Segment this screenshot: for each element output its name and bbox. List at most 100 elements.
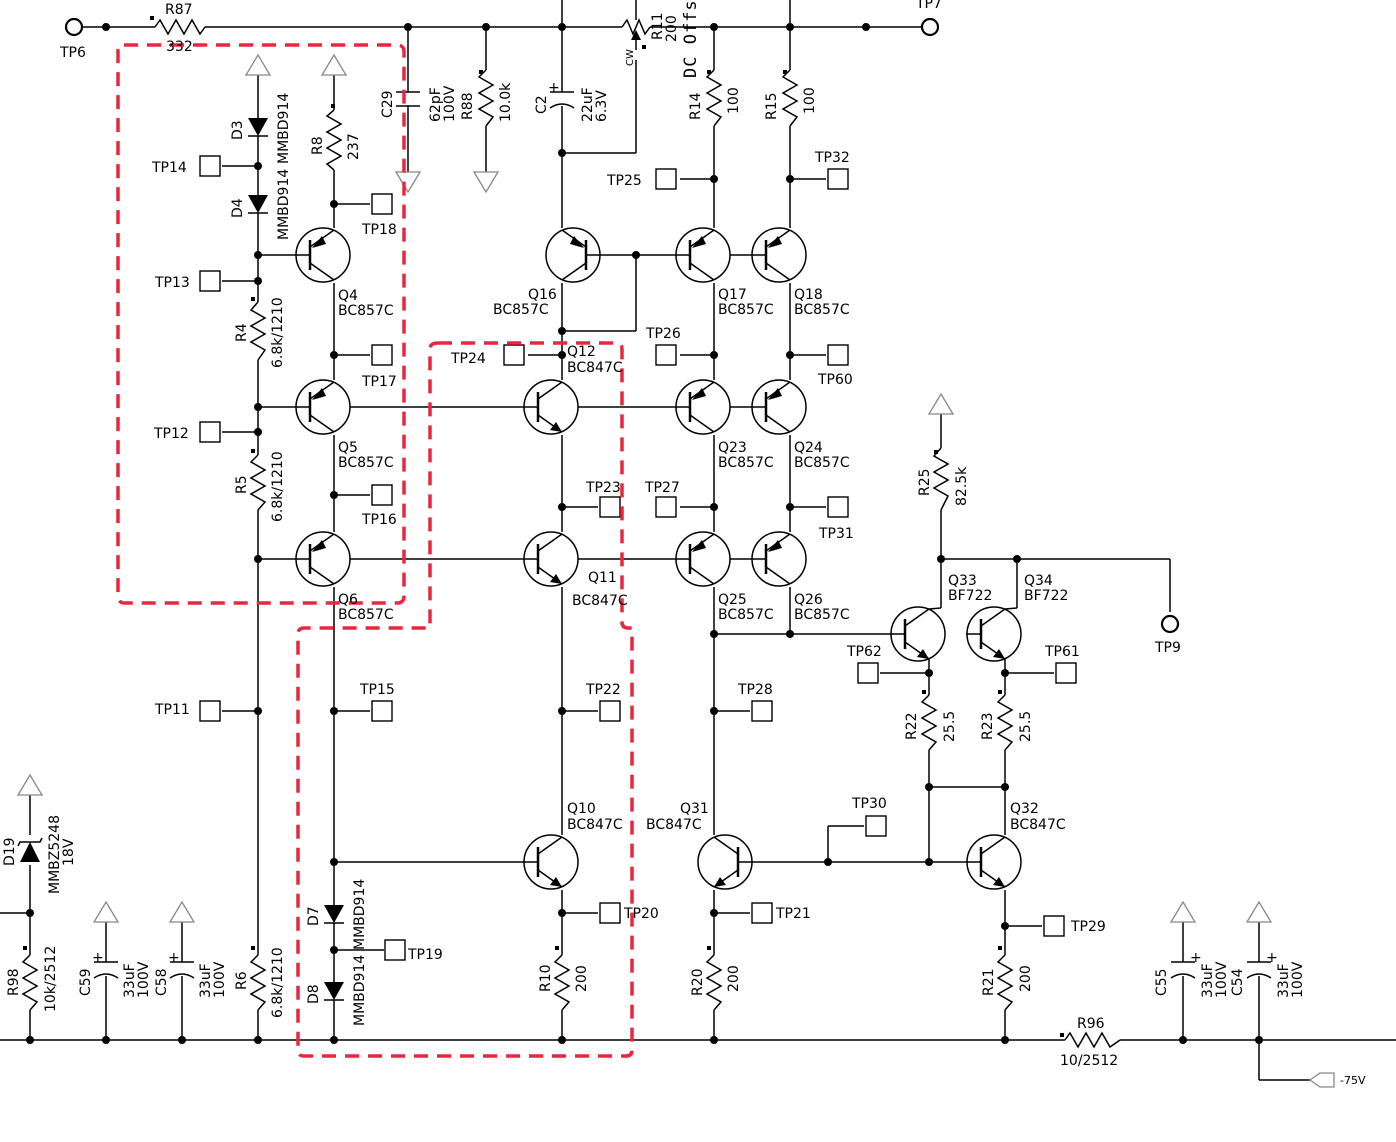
tp15-label: TP15 (359, 682, 395, 698)
c59-voltage: 100V (136, 961, 152, 998)
q10-ref: Q10 (567, 801, 596, 817)
r14-value: 100 (726, 87, 742, 114)
r8-value: 237 (346, 133, 362, 160)
tp14-label: TP14 (151, 160, 187, 176)
r5-value: 6.8k/1210 (270, 451, 286, 522)
q12-symbol (523, 379, 579, 435)
q17-part: BC857C (718, 302, 774, 318)
r96-ref: R96 (1077, 1016, 1105, 1032)
tp19-label: TP19 (407, 947, 443, 963)
q33-ref: Q33 (948, 573, 977, 589)
supply-shapes (16, 53, 1335, 1088)
c58-ref: C58 (154, 968, 170, 996)
q24-symbol (751, 379, 807, 435)
r8-ref: R8 (310, 136, 326, 155)
c2-voltage: 6.3V (594, 90, 610, 122)
r14-ref: R14 (688, 92, 704, 120)
tp32-label: TP32 (814, 150, 850, 166)
c54-voltage: 100V (1290, 961, 1306, 998)
q32-symbol (966, 834, 1022, 890)
q31-ref: Q31 (680, 801, 709, 817)
q23-symbol (675, 379, 731, 435)
tp24-label: TP24 (450, 351, 486, 367)
q18-symbol (751, 227, 807, 283)
q26-symbol (751, 531, 807, 587)
r11-value: 200 (664, 15, 680, 42)
q17-ref: Q17 (718, 287, 747, 303)
c59-ref: C59 (78, 968, 94, 996)
q11-ref: Q11 (588, 570, 617, 586)
r20-ref: R20 (690, 968, 706, 996)
r6-ref: R6 (234, 971, 250, 990)
dc-offset-label: DC Offs (681, 0, 701, 78)
r15-ref: R15 (764, 92, 780, 120)
d19-part: MMBZ5248 (47, 815, 63, 894)
svg-text:+: + (1190, 950, 1202, 966)
r23-ref: R23 (980, 712, 996, 740)
q16-part: BC857C (493, 302, 549, 318)
q34-ref: Q34 (1024, 573, 1053, 589)
r22-value: 25.5 (942, 711, 958, 742)
q16-ref: Q16 (528, 287, 557, 303)
r25-value: 82.5k (954, 466, 970, 506)
c2-ref: C2 (534, 95, 550, 114)
highlight-regions (116, 43, 634, 1058)
tp13-label: TP13 (154, 275, 190, 291)
tp11-label: TP11 (154, 702, 190, 718)
q5-ref: Q5 (338, 440, 358, 456)
resistor-shapes (21, 16, 1121, 1049)
r10-value: 200 (574, 965, 590, 992)
svg-text:+: + (548, 80, 560, 96)
q23-part: BC857C (718, 455, 774, 471)
q33-symbol (890, 606, 946, 662)
r88-value: 10.0k (498, 82, 514, 122)
d8-ref: D8 (306, 984, 322, 1004)
r98-ref: R98 (6, 968, 22, 996)
tp18-label: TP18 (361, 222, 397, 238)
c54-value: 33uF (1276, 963, 1292, 998)
transistor-shapes (295, 227, 1022, 890)
q25-ref: Q25 (718, 592, 747, 608)
q11-symbol (523, 531, 579, 587)
c29-ref: C29 (380, 90, 396, 118)
q6-symbol (295, 531, 351, 587)
c54-ref: C54 (1230, 968, 1246, 996)
r88-ref: R88 (460, 92, 476, 120)
q33-part: BF722 (948, 588, 992, 604)
c29-value: 62pF (428, 87, 444, 122)
r21-value: 200 (1018, 965, 1034, 992)
d4-part: MMBD914 (276, 169, 292, 240)
rail-label: -75V (1340, 1074, 1366, 1087)
r11-cw: CW (625, 49, 636, 66)
q23-ref: Q23 (718, 440, 747, 456)
d19-voltage: 18V (61, 838, 77, 866)
r10-ref: R10 (538, 964, 554, 992)
r87-value: 332 (166, 39, 193, 55)
d7-ref: D7 (306, 906, 322, 926)
tp27-label: TP27 (644, 480, 680, 496)
q18-part: BC857C (794, 302, 850, 318)
d7-part: MMBD914 (352, 879, 368, 950)
q10-part: BC847C (567, 817, 623, 833)
tp62-label: TP62 (846, 644, 882, 660)
svg-text:+: + (1266, 950, 1278, 966)
q12-ref: Q12 (567, 344, 596, 360)
tp25-label: TP25 (606, 173, 642, 189)
q31-symbol (697, 834, 753, 890)
tp20-label: TP20 (623, 906, 659, 922)
r4-ref: R4 (234, 323, 250, 342)
tp17-label: TP17 (361, 374, 397, 390)
r5-ref: R5 (234, 475, 250, 494)
q5-part: BC857C (338, 455, 394, 471)
tp28-label: TP28 (737, 682, 773, 698)
r20-value: 200 (726, 965, 742, 992)
r22-ref: R22 (904, 712, 920, 740)
q25-part: BC857C (718, 607, 774, 623)
c2-value: 22uF (580, 87, 596, 122)
q12-part: BC847C (567, 360, 623, 376)
q4-part: BC857C (338, 303, 394, 319)
r15-value: 100 (802, 87, 818, 114)
tp16-label: TP16 (361, 512, 397, 528)
d8-part: MMBD914 (352, 955, 368, 1026)
